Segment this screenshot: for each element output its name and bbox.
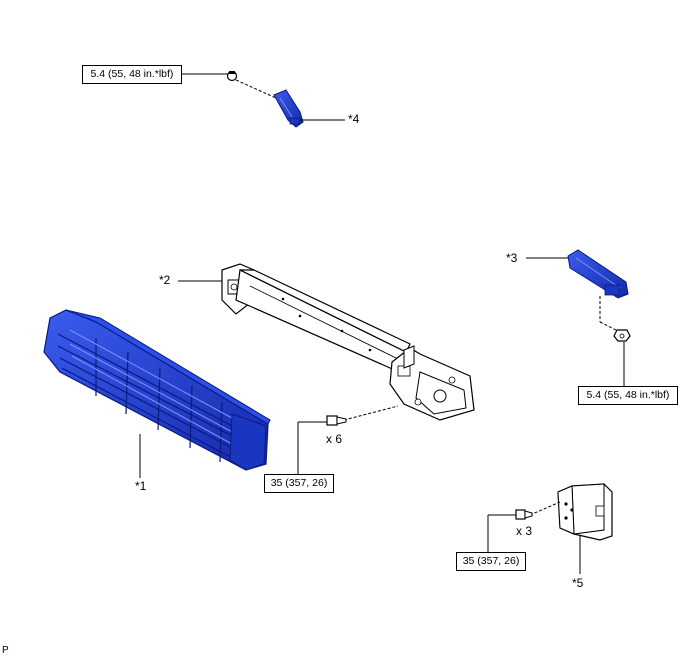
extension-bolt <box>515 509 533 520</box>
upper-retainer-bolt <box>226 70 238 82</box>
right-retainer-bracket <box>567 249 629 299</box>
torque-spec-extension-bolts: 35 (357, 26) <box>456 552 526 571</box>
front-grille-absorber-part <box>43 309 271 478</box>
reinforcement-bolt-quantity: x 6 <box>326 432 343 446</box>
diagram-code: P <box>2 645 9 656</box>
right-retainer-part <box>526 249 631 386</box>
bumper-reinforcement-part <box>178 263 475 421</box>
upper-retainer-bracket <box>273 89 304 128</box>
torque-spec-upper-retainer: 5.4 (55, 48 in.*lbf) <box>82 65 182 84</box>
extension-bolt-quantity: x 3 <box>516 524 533 538</box>
torque-spec-right-retainer: 5.4 (55, 48 in.*lbf) <box>578 386 678 405</box>
callout-part-5: *5 <box>572 576 584 590</box>
callout-part-3: *3 <box>506 251 518 265</box>
reinforcement-bolts <box>297 405 399 474</box>
callout-part-1: *1 <box>135 479 147 493</box>
reinforcement-bolt <box>326 415 347 426</box>
callout-part-2: *2 <box>159 273 171 287</box>
extension-bracket-part <box>487 483 613 574</box>
torque-spec-reinforcement-bolts: 35 (357, 26) <box>264 474 334 493</box>
upper-retainer-part <box>180 70 345 128</box>
right-retainer-bolt <box>613 329 631 342</box>
callout-part-4: *4 <box>348 112 360 126</box>
